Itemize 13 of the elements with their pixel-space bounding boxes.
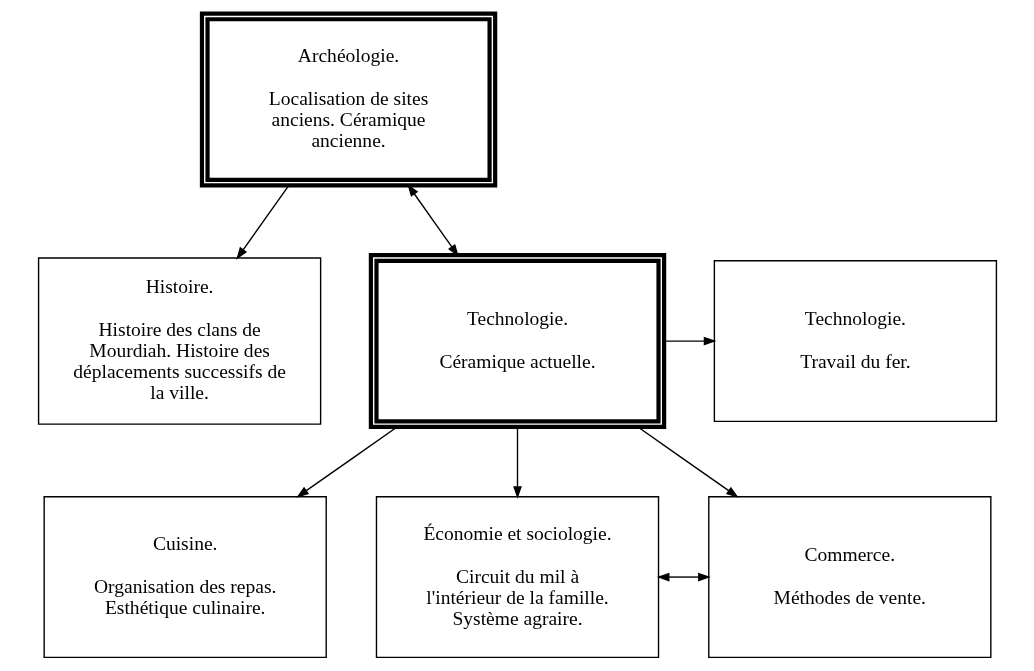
node-box: Économie et sociologie. Circuit du mil à l'intérieur de la famille. Système agraire. — [375, 496, 659, 659]
arrow — [512, 426, 522, 499]
arrow — [636, 426, 739, 498]
node-box: Archéologie. Localisation de sites anciens. Céramique ancienne. — [199, 11, 497, 188]
node-box: Cuisine. Organisation des repas. Esthétique culinaire. — [42, 496, 327, 659]
node-box: Technologie. Céramique actuelle. — [368, 253, 666, 430]
arrow — [656, 572, 711, 582]
node-box: Technologie. Travail du fer. — [713, 260, 997, 423]
arrow — [663, 336, 716, 346]
node-box: Histoire. Histoire des clans de Mourdiah. Histoire des déplacements successifs de la ville. — [37, 257, 321, 425]
arrow — [295, 426, 398, 498]
arrow — [235, 185, 289, 260]
node-box: Commerce. Méthodes de vente. — [707, 496, 992, 659]
